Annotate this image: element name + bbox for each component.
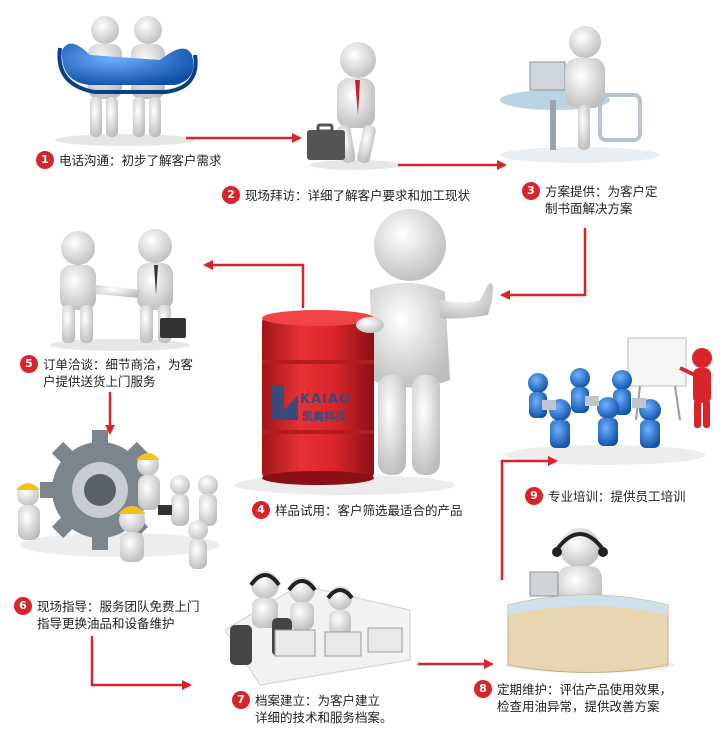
illustration-archive bbox=[224, 571, 411, 686]
illustration-solution bbox=[500, 26, 660, 163]
step-label: 专业培训：提供员工培训 bbox=[548, 489, 686, 504]
illustration-maintenance bbox=[505, 528, 675, 673]
step-label: 样品试用：客户筛选最适合的产品 bbox=[275, 503, 463, 518]
step-9-training: 9 专业培训：提供员工培训 bbox=[525, 487, 686, 505]
step-badge: 8 bbox=[474, 680, 492, 698]
step-badge: 4 bbox=[252, 501, 270, 519]
step-badge: 3 bbox=[522, 182, 540, 200]
step-6-onsite-guidance: 6 现场指导：服务团队免费上门 指导更换油品和设备维护 bbox=[14, 597, 200, 632]
illustration-handshake bbox=[50, 229, 190, 351]
step-badge: 2 bbox=[222, 186, 240, 204]
step-label: 现场拜访：详细了解客户要求和加工现状 bbox=[245, 188, 471, 203]
arrow-3-to-4 bbox=[500, 228, 587, 300]
flow-arrows bbox=[90, 133, 587, 690]
arrow-4-to-5 bbox=[203, 260, 305, 308]
step-1-phone-call: 1 电话沟通：初步了解客户需求 bbox=[36, 151, 222, 169]
step-3-solution: 3 方案提供：为客户定 制书面解决方案 bbox=[522, 182, 658, 217]
illustration-visit bbox=[307, 42, 400, 170]
step-4-sample-trial: 4 样品试用：客户筛选最适合的产品 bbox=[252, 501, 463, 519]
step-7-archive: 7 档案建立：为客户建立 详细的技术和服务档案。 bbox=[232, 691, 393, 726]
illustration-phone-call bbox=[55, 16, 198, 146]
illustration-sample-trial bbox=[235, 209, 493, 495]
step-badge: 1 bbox=[36, 151, 54, 169]
illustration-onsite-guidance bbox=[16, 430, 220, 569]
step-badge: 5 bbox=[20, 355, 38, 373]
step-label: 现场指导：服务团队免费上门 指导更换油品和设备维护 bbox=[37, 599, 200, 631]
step-label: 方案提供：为客户定 制书面解决方案 bbox=[545, 184, 658, 216]
step-label: 订单洽谈：细节商洽，为客 户提供送货上门服务 bbox=[43, 357, 194, 389]
step-badge: 6 bbox=[14, 597, 32, 615]
step-5-order: 5 订单洽谈：细节商洽，为客 户提供送货上门服务 bbox=[20, 355, 194, 390]
brand-chinese: 凯奥科技 bbox=[302, 410, 346, 423]
step-badge: 7 bbox=[232, 691, 250, 709]
step-label: 定期维护：评估产品使用效果， 检查用油异常，提供改善方案 bbox=[497, 682, 673, 714]
arrow-8-to-9 bbox=[500, 456, 558, 580]
arrow-6-to-7 bbox=[90, 636, 192, 690]
step-label: 电话沟通：初步了解客户需求 bbox=[59, 153, 222, 168]
step-8-maintenance: 8 定期维护：评估产品使用效果， 检查用油异常，提供改善方案 bbox=[474, 680, 673, 715]
step-2-site-visit: 2 现场拜访：详细了解客户要求和加工现状 bbox=[222, 186, 471, 204]
brand-latin: KAIAO bbox=[300, 392, 352, 407]
illustration-training bbox=[505, 337, 712, 465]
step-badge: 9 bbox=[525, 487, 543, 505]
step-label: 档案建立：为客户建立 详细的技术和服务档案。 bbox=[255, 693, 393, 725]
